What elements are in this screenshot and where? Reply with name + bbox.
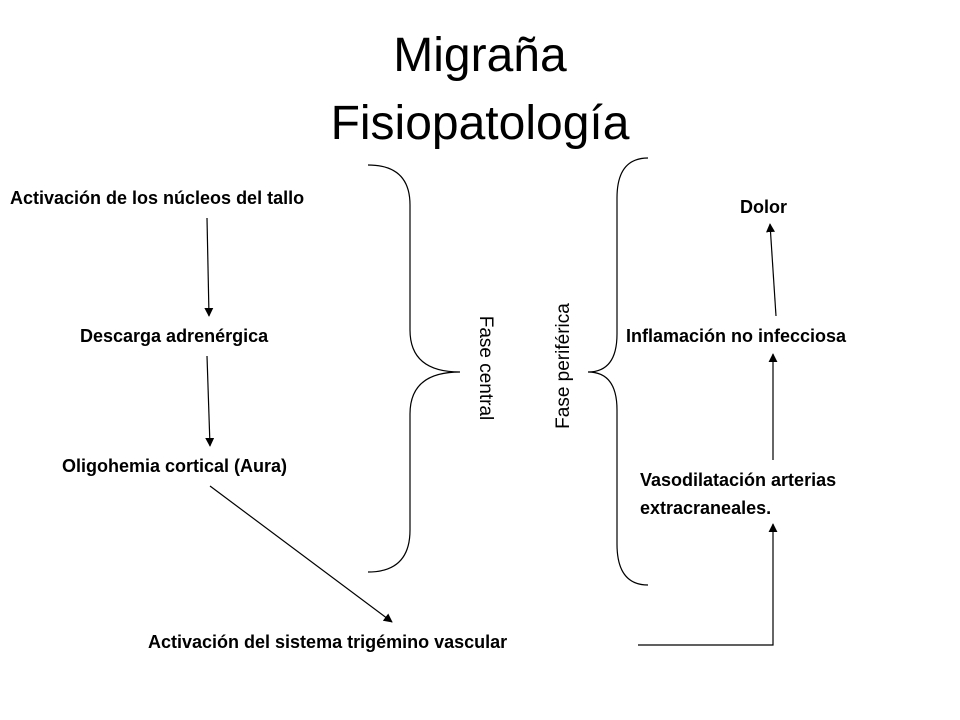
arrow-trigemino-to-vasodilatacion [638,523,778,646]
arrow-oligohemia-to-trigemino [209,485,393,623]
brace-fase-periferica [587,157,649,586]
title-line-2: Fisiopatología [330,97,630,150]
node-activacion-nucleos: Activación de los núcleos del tallo [10,188,305,208]
node-activacion-trigemino: Activación del sistema trigémino vascula… [148,632,508,652]
node-oligohemia-cortical: Oligohemia cortical (Aura) [62,456,288,476]
arrow-descarga-to-oligohemia [205,355,215,447]
brace-fase-central [367,164,461,573]
node-inflamacion: Inflamación no infecciosa [626,326,847,346]
arrow-inflamacion-to-dolor [766,223,777,317]
node-dolor: Dolor [740,197,787,217]
node-vasodilatacion-line-2: extracraneales. [640,498,772,518]
title-line-1: Migraña [393,29,567,82]
node-vasodilatacion-line-1: Vasodilatación arterias [640,470,837,490]
arrow-nucleos-to-descarga [204,217,214,317]
node-descarga-adrenergica: Descarga adrenérgica [80,326,269,346]
